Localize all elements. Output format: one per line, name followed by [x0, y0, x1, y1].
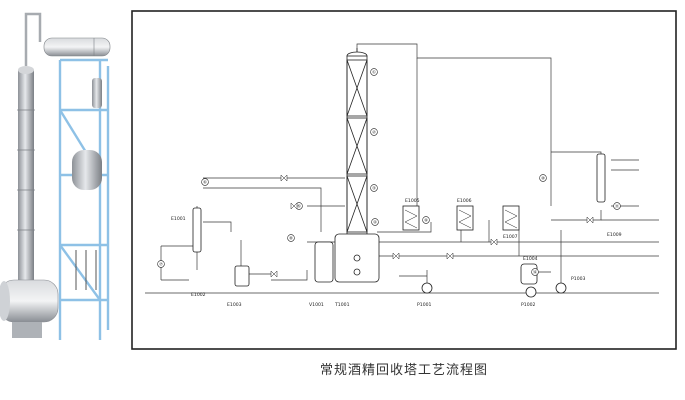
instrument-6: ⑥: [203, 180, 207, 185]
tag-e1002: E1002: [191, 292, 206, 298]
level-gauges: [75, 250, 97, 290]
tag-e1005: E1005: [405, 198, 420, 204]
tag-e1009: E1009: [607, 232, 622, 238]
exchanger-e1001: [192, 207, 202, 253]
tag-e1007: E1007: [503, 234, 518, 240]
valve-symbols: [270, 174, 594, 278]
tag-p1001: P1001: [417, 302, 432, 308]
pump-p1002: [525, 286, 537, 298]
pumps: [421, 282, 567, 298]
exchanger-e1003: [234, 265, 250, 287]
instrument-1: ①: [372, 70, 376, 75]
vessel-v1001: [314, 233, 380, 283]
vapor-pipe: [24, 12, 42, 66]
instrument-4: ④: [373, 220, 377, 225]
tag-e1003: E1003: [227, 302, 242, 308]
equipment-tags: E1001 E1002 E1003 T1001 V1001 E1005 E100…: [171, 198, 622, 308]
instrument-numerals: ① ② ③ ④ ⑤ ⑥ ⑦ ⑧ ⑨ ⑩ ⑪ ⑫: [159, 70, 620, 276]
instrument-2: ②: [372, 130, 376, 135]
tag-e1006: E1006: [457, 198, 472, 204]
tag-e1004: E1004: [523, 256, 538, 262]
exchanger-e1005: [402, 205, 420, 231]
condenser: [43, 37, 111, 57]
tag-t1001: T1001: [334, 302, 350, 308]
reflux-vessel: [92, 78, 102, 108]
equipment-photo: [0, 12, 111, 340]
exchangers: [192, 153, 606, 287]
pump-p1001: [421, 282, 433, 294]
instrument-3: ③: [372, 186, 376, 191]
tower-t1001: [346, 48, 368, 235]
column-shell: [18, 70, 34, 285]
figure-caption: 常规酒精回收塔工艺流程图: [319, 363, 488, 378]
instrument-5: ⑤: [297, 204, 301, 209]
instrument-12: ⑫: [533, 269, 538, 276]
tag-p1003: P1003: [571, 276, 586, 282]
instrument-9: ⑨: [424, 218, 428, 223]
reboiler-end: [0, 281, 10, 321]
instrument-11: ⑪: [615, 203, 620, 210]
tag-e1001: E1001: [171, 216, 186, 222]
instrument-8: ⑧: [289, 236, 293, 241]
tag-v1001: V1001: [309, 302, 324, 308]
pump-p1003: [555, 282, 567, 294]
column-top: [18, 66, 34, 74]
reboiler-base: [12, 322, 42, 338]
instrument-10: ⑩: [541, 176, 545, 181]
exchanger-e1007: [502, 205, 520, 231]
diagram-frame: [131, 10, 677, 350]
exchanger-e1006: [456, 205, 474, 231]
process-flow-diagram: ① ② ③ ④ ⑤ ⑥ ⑦ ⑧ ⑨ ⑩ ⑪ ⑫ E1001 E1002 E100…: [131, 10, 677, 350]
exchanger-coils: [404, 209, 518, 229]
instrument-7: ⑦: [159, 262, 163, 267]
middle-tank: [72, 150, 102, 190]
exchanger-e1009: [596, 153, 606, 203]
column-flanges: [17, 109, 35, 231]
tag-p1002: P1002: [521, 302, 536, 308]
instrument-bubbles: [157, 68, 621, 276]
